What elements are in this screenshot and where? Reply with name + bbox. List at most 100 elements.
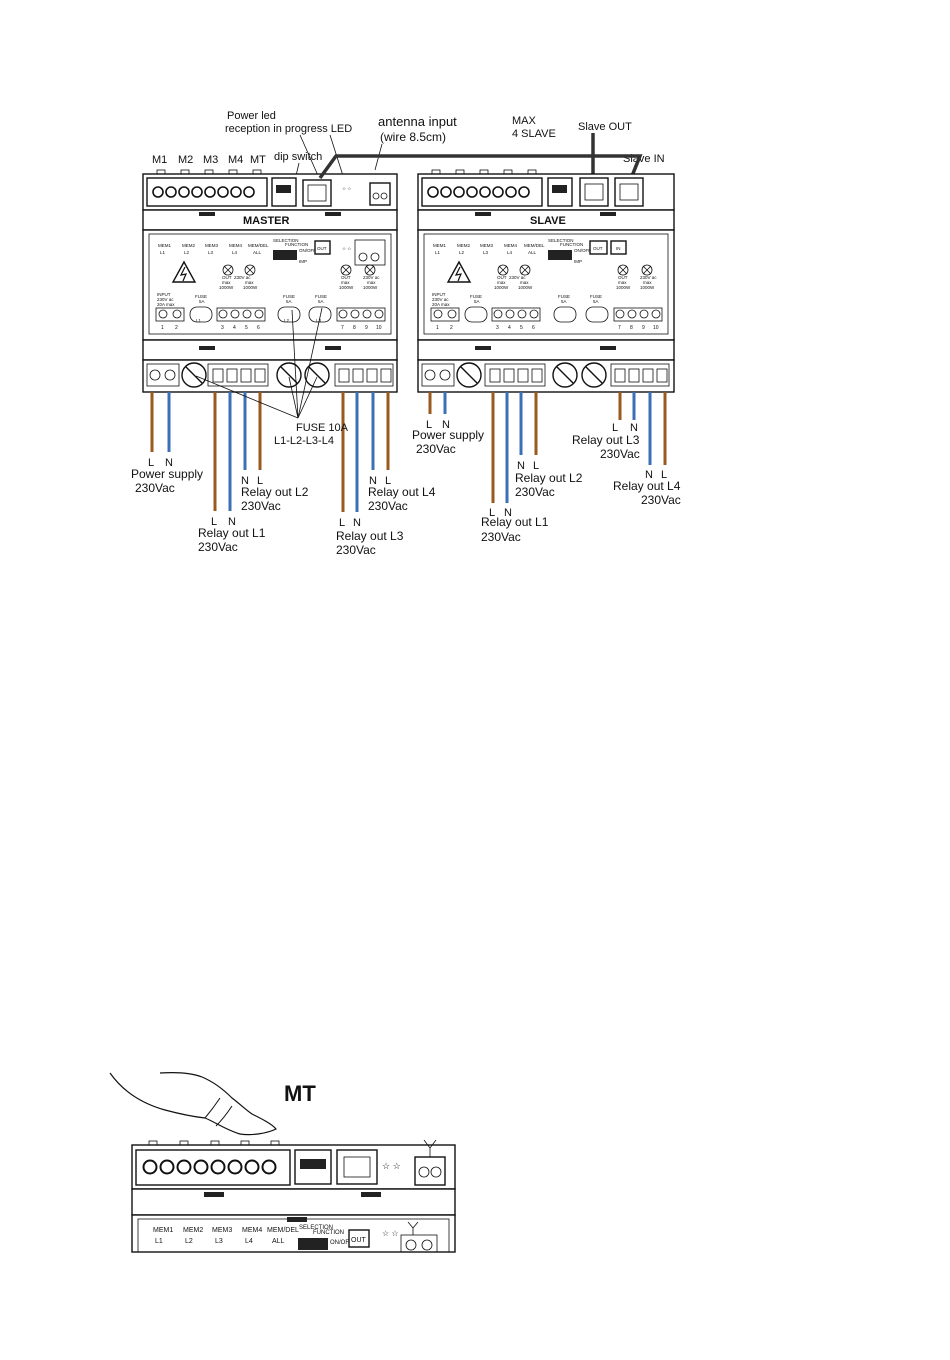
mt-port [336,1149,378,1185]
slave-l3-l: L [612,422,618,434]
slave-l4: L4 [507,250,513,255]
master-l3-n: N [353,517,361,529]
slave-in-button [610,240,627,255]
slave-in-port [614,177,644,207]
slave-lower-band [417,339,675,361]
svg-text:☆ ☆: ☆ ☆ [382,1161,401,1171]
slave-max-a: max [497,280,506,285]
master-term-1: 1 [161,325,164,331]
slave-out-l3l4: OUT [618,275,628,280]
slave-w-d: 1000W [640,285,655,290]
master-relay-indicators [222,264,376,276]
power-led-leader [299,134,321,181]
slave-w-a: 1000W [494,285,509,290]
slave-max-d: max [643,280,652,285]
slave-out-port [579,177,609,207]
slave-out-l1l2: OUT [497,275,507,280]
slave-imp: IMP [574,259,582,264]
slave-relay-l4: Relay out L4 [613,479,681,493]
slave-mem1: MEM1 [433,243,446,248]
slave-selection: SELECTION [548,238,574,243]
slave-l4-n: N [645,469,653,481]
master-l4-n: N [369,475,377,487]
master-ps-l: L [148,457,154,469]
mt-out-button [348,1229,370,1248]
slave-memdel: MEM/DEL [524,243,545,248]
master-out-text: OUT [317,246,327,251]
master-l3-l: L [339,517,345,529]
antenna-input-label: antenna input [378,114,457,129]
master-l1-n: N [228,516,236,528]
slave-out-text: OUT [593,246,603,251]
master-mem3: MEM3 [205,243,218,248]
slave-l3-n: N [630,422,638,434]
m3-label: M3 [203,154,218,166]
slave-l2-n: N [517,460,525,472]
master-title: MASTER [243,215,290,227]
slave-term-8: 8 [630,325,633,331]
slave-power-v: 230Vac [416,442,456,456]
slave-input: INPUT [432,292,446,297]
mt-function: FUNCTION [313,1230,344,1236]
master-bottom-terminals [142,359,398,393]
master-w-a: 1000W [219,285,234,290]
master-max-d: max [367,280,376,285]
master-w-d: 1000W [363,285,378,290]
master-out-l3l4: OUT [341,275,351,280]
m2-label: M2 [178,154,193,166]
slave-term-5: 5 [520,325,523,331]
slave-mem3: MEM3 [480,243,493,248]
dip-switch-label: dip switch [274,151,322,163]
master-fuse-3: FUSE [315,294,327,299]
slave-wires [428,392,667,503]
master-selection: SELECTION [273,238,299,243]
master-fuse-1: FUSE [195,294,207,299]
slave-onoff: ON/OFF [574,248,591,253]
slave-term-2: 2 [450,325,453,331]
slave-fuse-3-a: 5A [593,299,599,304]
mt-detail: MT ☆ ☆ [109,1072,456,1253]
slave-fuse-2: FUSE [558,294,570,299]
mt-mem4: MEM4 [242,1227,262,1234]
mt-mem1: MEM1 [153,1227,173,1234]
slave-l3: L3 [483,250,489,255]
slave-l1-n: N [504,507,512,519]
mt-label-band [131,1188,456,1216]
master-term-9: 9 [365,325,368,331]
master-input-v: 230V ac [157,297,174,302]
slave-max-c: max [618,280,627,285]
slave-fuse-2-a: 5A [561,299,567,304]
master-relay-l1-v: 230Vac [198,540,238,554]
slave-out-label: Slave OUT [578,121,632,133]
master-inner-panel [148,233,392,335]
master-fuse-2-a: 5A [286,299,292,304]
slave-term-3: 3 [496,325,499,331]
master-relay-l3: Relay out L3 [336,529,404,543]
master-fuse-3-a: 5A [318,299,324,304]
master-v230-b: 230V ac [363,275,380,280]
master-fuse-l1: L1 [196,318,202,323]
slave-mem4: MEM4 [504,243,517,248]
master-input-a: 20A max [157,302,175,307]
fuse-lines-label: L1-L2-L3-L4 [274,435,334,447]
master-led-dots: ☆ ☆ [342,186,352,191]
fuse-leaders [195,307,323,419]
master-unit: ☆ ☆ MASTER MEM1 MEM2 MEM3 MEM4 MEM/DEL L… [142,169,398,393]
master-fuse-2: FUSE [283,294,295,299]
slave-unit: SLAVE MEM1 MEM2 MEM3 MEM4 MEM/DEL L1 L2 … [417,169,675,393]
master-w-c: 1000W [339,285,354,290]
master-mem1: MEM1 [158,243,171,248]
warning-icon [171,260,197,283]
master-fuse-l2: L2 [284,318,290,323]
master-lower-band [142,339,398,361]
master-relay-l4: Relay out L4 [368,485,436,499]
slave-all: ALL [528,250,537,255]
mt-unit: ☆ ☆ MEM1 MEM2 MEM3 MEM4 MEM/DEL L1 L2 L3… [131,1139,456,1253]
slave-relay-l2-v: 230Vac [515,485,555,499]
four-slave-label: 4 SLAVE [512,128,556,140]
mt-title: MT [284,1081,316,1106]
slave-inner-panel [423,233,669,335]
slave-relay-l3: Relay out L3 [572,433,640,447]
slave-fuse-1: FUSE [470,294,482,299]
master-mem2: MEM2 [182,243,195,248]
